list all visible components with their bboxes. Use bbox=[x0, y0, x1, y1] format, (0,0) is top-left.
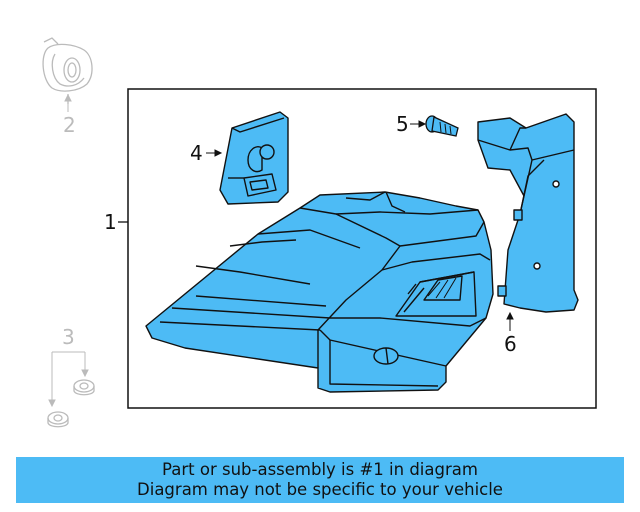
callout-4: 4 bbox=[190, 141, 203, 165]
banner-line-1: Part or sub-assembly is #1 in diagram bbox=[162, 460, 478, 479]
callout-4-arrow bbox=[206, 149, 223, 157]
part-2-socket bbox=[42, 37, 93, 104]
part-6-bracket bbox=[477, 113, 579, 313]
banner-line-2: Diagram may not be specific to your vehi… bbox=[137, 480, 503, 499]
assembly-frame bbox=[127, 88, 597, 409]
part-5-screw bbox=[425, 115, 459, 137]
callout-5: 5 bbox=[396, 112, 409, 136]
part-3-clip-upper bbox=[73, 379, 95, 396]
callout-3-bracket bbox=[48, 351, 89, 408]
callout-1: 1 bbox=[104, 210, 117, 234]
callout-5-arrow bbox=[410, 120, 427, 128]
part-3-clip-lower bbox=[47, 411, 69, 428]
callout-2-arrow bbox=[64, 93, 72, 112]
callout-3: 3 bbox=[62, 325, 75, 349]
callout-6-arrow bbox=[506, 311, 514, 331]
part-1-tail-lamp bbox=[145, 191, 494, 393]
callout-6: 6 bbox=[504, 332, 517, 356]
info-banner: Part or sub-assembly is #1 in diagram Di… bbox=[16, 457, 624, 503]
part-4-gasket bbox=[219, 111, 289, 205]
callout-2: 2 bbox=[63, 113, 76, 137]
